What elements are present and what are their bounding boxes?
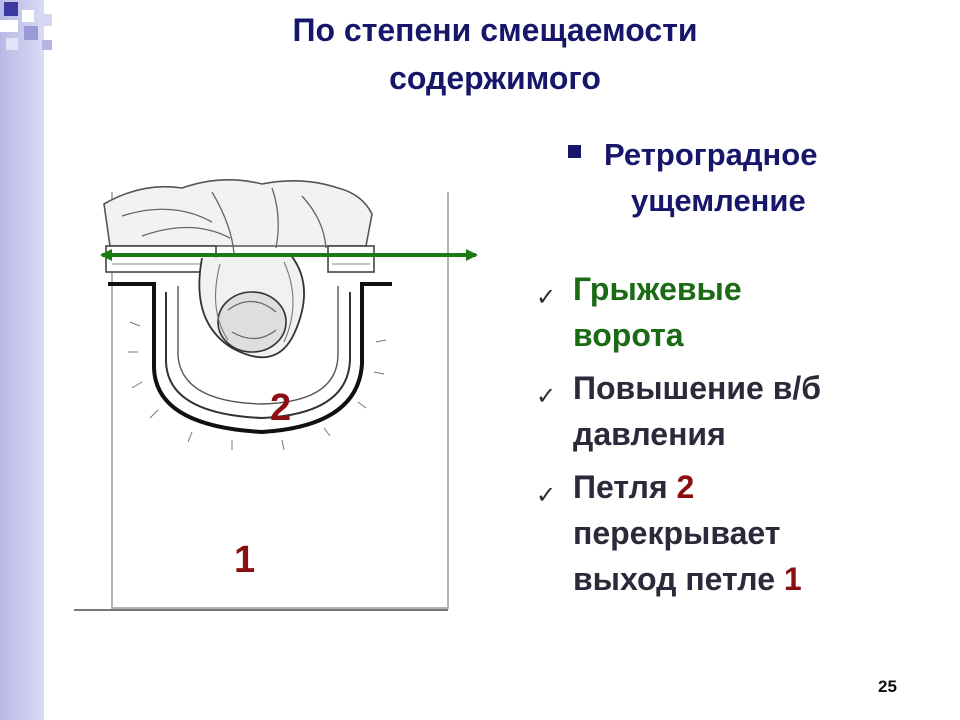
- item-1-line-2: ворота: [573, 317, 684, 353]
- item-3-line-3: выход петле 1: [573, 556, 946, 602]
- item-3-loop-1-number: 1: [783, 561, 802, 597]
- left-decorative-band: [0, 0, 44, 720]
- checkmark-icon: ✓: [536, 382, 557, 410]
- list-item-loop: ✓ Петля 2 перекрывает выход петле 1: [536, 464, 946, 602]
- slide-title: По степени смещаемости содержимого: [150, 6, 840, 102]
- item-1-line-1: Грыжевые: [573, 271, 742, 307]
- hernia-drawing: 2 1: [74, 179, 478, 611]
- slide-title-line-2: содержимого: [389, 60, 601, 96]
- corner-squares-decoration: [0, 2, 52, 50]
- heading-line-2: ущемление: [631, 183, 806, 218]
- item-3-loop-2-number: 2: [676, 469, 695, 505]
- square-bullet-icon: [568, 145, 581, 158]
- list-item-hernia-gate: ✓ Грыжевые ворота: [536, 266, 946, 358]
- loop-2-label: 2: [270, 387, 291, 429]
- item-3-phrase: выход петле: [573, 561, 775, 597]
- checklist: ✓ Грыжевые ворота ✓ Повышение в/б давлен…: [536, 266, 946, 609]
- slide-title-line-1: По степени смещаемости: [292, 12, 698, 48]
- loop-1-label: 1: [234, 539, 255, 581]
- item-2-line-1: Повышение в/б: [573, 370, 822, 406]
- hernia-diagram: 2 1: [62, 96, 492, 626]
- item-3-word: Петля: [573, 469, 668, 505]
- list-item-pressure: ✓ Повышение в/б давления: [536, 365, 946, 457]
- checkmark-icon: ✓: [536, 481, 557, 509]
- heading-line-1: Ретроградное: [604, 137, 818, 172]
- item-3-line-1: Петля 2: [573, 464, 946, 510]
- checkmark-icon: ✓: [536, 283, 557, 311]
- section-heading: Ретроградное ущемление: [568, 132, 928, 224]
- item-3-line-2: перекрывает: [573, 515, 781, 551]
- item-2-line-2: давления: [573, 416, 726, 452]
- page-number: 25: [878, 677, 897, 696]
